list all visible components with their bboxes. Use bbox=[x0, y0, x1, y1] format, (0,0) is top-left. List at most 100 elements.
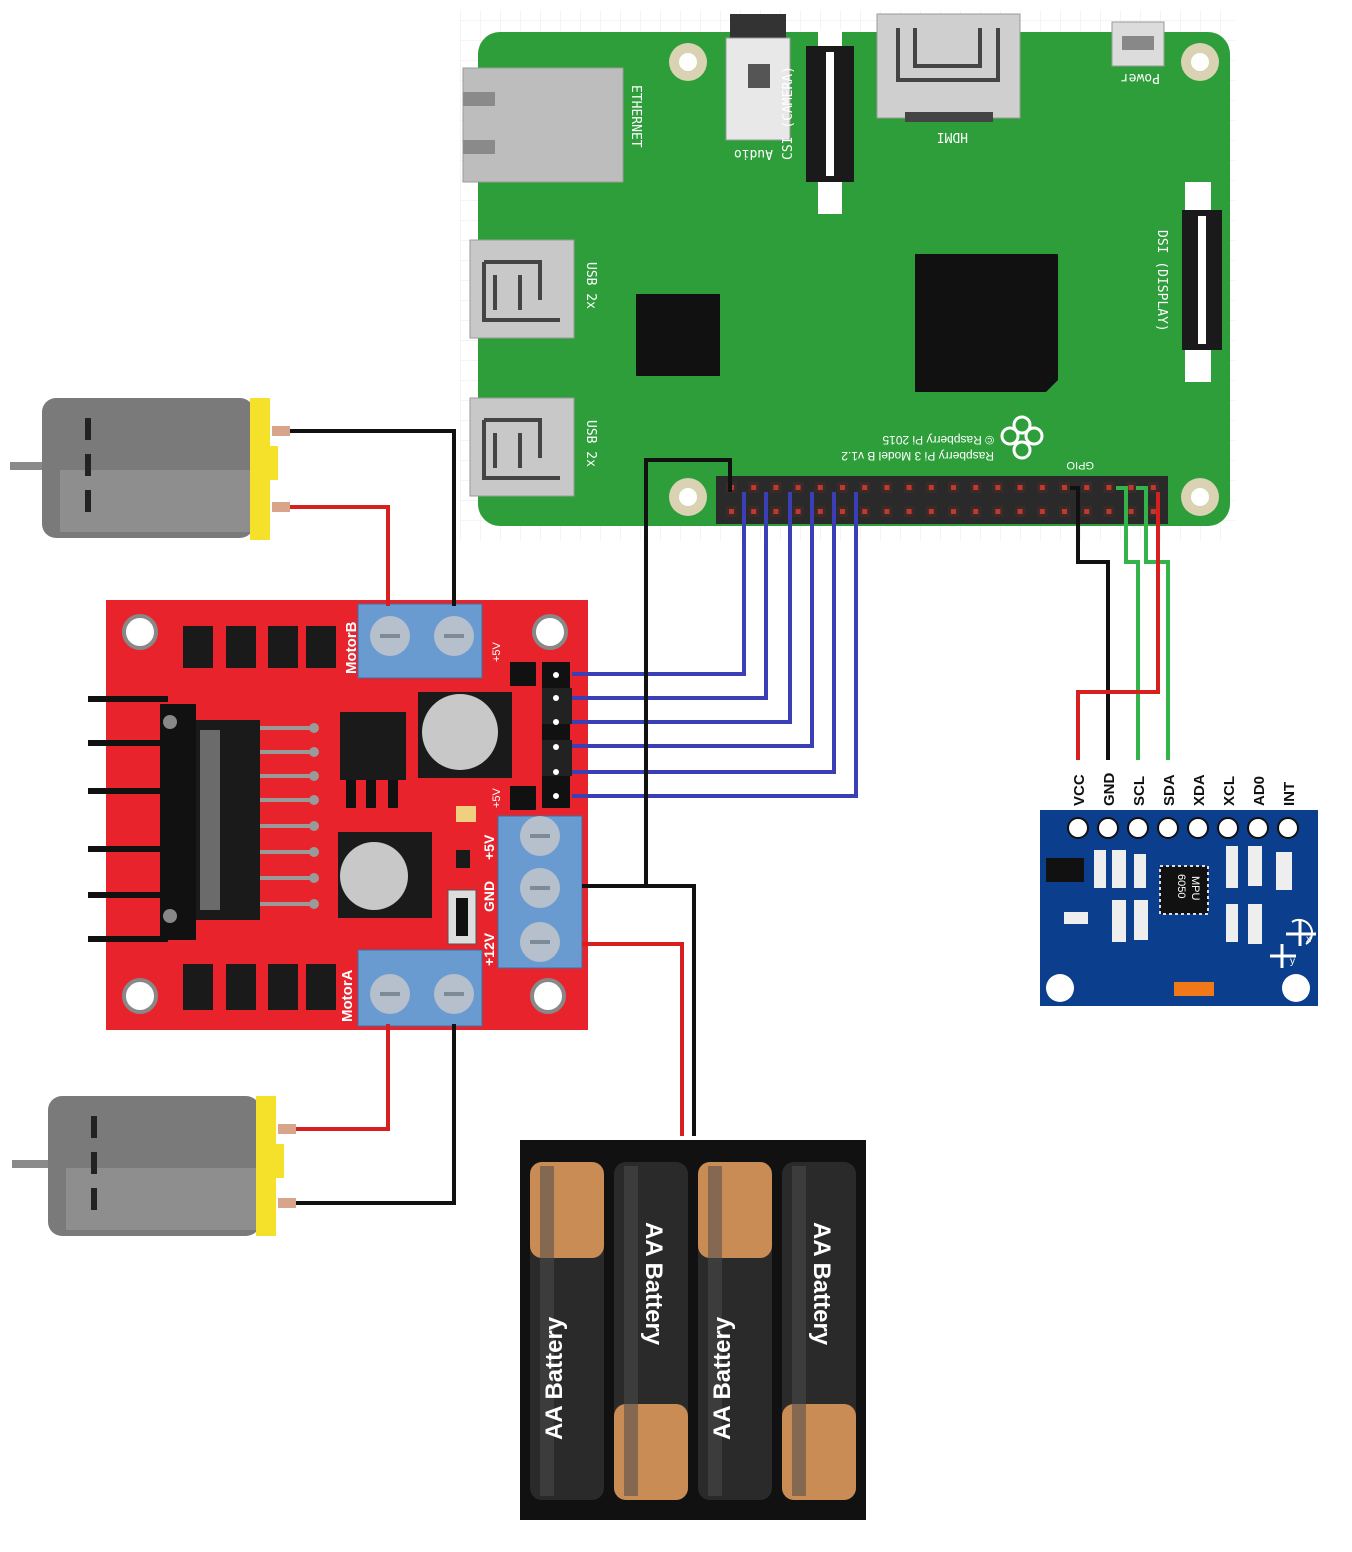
imu-resistor bbox=[1094, 850, 1106, 888]
motor-driver-board: +5V +5V MotorB MotorA +5V GND +12V bbox=[88, 600, 588, 1030]
wire-logic-6 bbox=[572, 492, 858, 798]
chip-label-mpu: MPU bbox=[1189, 876, 1201, 901]
usb-port-top bbox=[469, 239, 575, 339]
hdmi-port bbox=[876, 13, 1021, 122]
imu-pin-hole bbox=[1217, 817, 1239, 839]
battery-cell-highlight bbox=[624, 1166, 638, 1496]
logic-5v-top: +5V bbox=[491, 641, 503, 662]
wire-imu-vcc bbox=[1076, 492, 1160, 760]
terminal-12v-label: +12V bbox=[481, 932, 497, 966]
diode-row-bottom bbox=[183, 964, 336, 1010]
driver-mounting-hole bbox=[530, 978, 566, 1014]
dc-motor-top bbox=[10, 398, 290, 540]
imu-pin-label-ad0: AD0 bbox=[1251, 776, 1268, 806]
audio-jack bbox=[725, 14, 791, 141]
usb-bottom-label: USB 2x bbox=[583, 420, 598, 467]
wire-logic-1 bbox=[572, 492, 746, 676]
driver-mounting-hole bbox=[122, 978, 158, 1014]
gpio-pin-contact bbox=[906, 485, 912, 490]
terminal-gnd-label: GND bbox=[481, 881, 497, 912]
terminal-5v-label: +5V bbox=[481, 834, 497, 860]
battery-cell: AA Battery bbox=[698, 1162, 772, 1500]
logic-5v-bottom: +5V bbox=[491, 787, 503, 808]
imu-pin-label-gnd: GND bbox=[1101, 773, 1118, 807]
gpio-pin-contact bbox=[862, 509, 868, 514]
imu-pin-label-sda: SDA bbox=[1161, 774, 1178, 806]
imu-mounting-hole bbox=[1046, 974, 1074, 1002]
hdmi-label: HDMI bbox=[937, 129, 968, 144]
gpio-pin-contact bbox=[1039, 509, 1045, 514]
wire-motor-b-red bbox=[290, 505, 390, 606]
power-label: Power bbox=[1121, 70, 1160, 85]
imu-pin-label-vcc: VCC bbox=[1071, 774, 1088, 806]
wire-imu-scl bbox=[1116, 486, 1140, 760]
imu-mounting-hole bbox=[1282, 974, 1310, 1002]
gpio-pin-contact bbox=[751, 485, 757, 490]
gpio-pin-contact bbox=[1062, 509, 1067, 514]
battery-cell-label: AA Battery bbox=[541, 1316, 568, 1440]
gpio-pin-contact bbox=[1128, 485, 1134, 490]
gpio-pin-contact bbox=[773, 485, 779, 490]
gpio-pin-contact bbox=[928, 485, 934, 490]
axis-x-label: x bbox=[1306, 934, 1311, 945]
motor-b-terminal bbox=[357, 603, 483, 679]
gpio-pin-contact bbox=[973, 485, 979, 490]
capacitor-bottom bbox=[338, 832, 432, 918]
csi-connector bbox=[806, 30, 854, 214]
dc-motor-bottom bbox=[12, 1096, 296, 1236]
motor-a-label: MotorA bbox=[339, 969, 356, 1022]
battery-cell: AA Battery bbox=[614, 1162, 688, 1500]
wire-motor-b-black bbox=[290, 429, 456, 606]
gpio-label: GPIO bbox=[1066, 459, 1094, 471]
pi-copyright: © Raspberry Pi 2015 bbox=[882, 433, 994, 447]
power-terminal bbox=[497, 815, 583, 969]
imu-pin-hole bbox=[1247, 817, 1269, 839]
wire-logic-2 bbox=[572, 492, 768, 700]
pi-mounting-hole bbox=[669, 43, 707, 81]
imu-regulator bbox=[1046, 858, 1084, 882]
gpio-pin-contact bbox=[1128, 509, 1134, 514]
wire-motor-a-black bbox=[296, 1024, 456, 1205]
imu-capacitor bbox=[1112, 850, 1126, 888]
wire-battery-ground bbox=[646, 884, 696, 1136]
gpio-pin-contact bbox=[1106, 509, 1112, 514]
imu-pin-label-xda: XDA bbox=[1191, 774, 1208, 806]
mpu6050-chip: MPU 6050 bbox=[1159, 865, 1209, 915]
battery-cell-highlight bbox=[792, 1166, 806, 1496]
gpio-pin-contact bbox=[1017, 485, 1023, 490]
imu-smd-orange bbox=[1174, 982, 1214, 996]
driver-mounting-hole bbox=[532, 614, 568, 650]
imu-capacitor bbox=[1248, 846, 1262, 886]
audio-label: Audio bbox=[734, 146, 773, 161]
battery-cell-label: AA Battery bbox=[640, 1222, 667, 1346]
gpio-pins bbox=[726, 482, 1159, 517]
imu-resistor bbox=[1226, 904, 1238, 942]
dsi-label: DSI (DISPLAY) bbox=[1154, 230, 1169, 332]
motor-b-label: MotorB bbox=[343, 621, 360, 674]
imu-pin-label-xcl: XCL bbox=[1221, 776, 1238, 806]
voltage-regulator bbox=[340, 712, 406, 808]
heatsink bbox=[88, 696, 260, 942]
gpio-pin-contact bbox=[751, 509, 757, 514]
imu-pin-hole bbox=[1127, 817, 1149, 839]
smd-component bbox=[456, 850, 470, 868]
wires bbox=[290, 429, 1170, 1205]
pi-soc-chip bbox=[915, 254, 1058, 392]
gpio-pin-contact bbox=[1017, 509, 1023, 514]
power-led bbox=[456, 806, 476, 822]
ethernet-label: ETHERNET bbox=[628, 85, 643, 148]
imu-resistor bbox=[1064, 912, 1088, 924]
raspberry-pi-board: ETHERNET USB 2x USB 2x Audio CSI (CAMERA… bbox=[462, 13, 1230, 526]
gpio-pin-contact bbox=[928, 509, 934, 514]
imu-resistor bbox=[1226, 846, 1238, 888]
logic-header bbox=[510, 662, 572, 810]
pi-mounting-hole bbox=[1181, 43, 1219, 81]
wire-battery-positive bbox=[582, 942, 684, 1136]
imu-capacitor bbox=[1248, 904, 1262, 944]
imu-pin-hole bbox=[1277, 817, 1299, 839]
pi-mounting-hole bbox=[1181, 478, 1219, 516]
dsi-connector bbox=[1182, 182, 1222, 382]
imu-resistor bbox=[1134, 854, 1146, 888]
